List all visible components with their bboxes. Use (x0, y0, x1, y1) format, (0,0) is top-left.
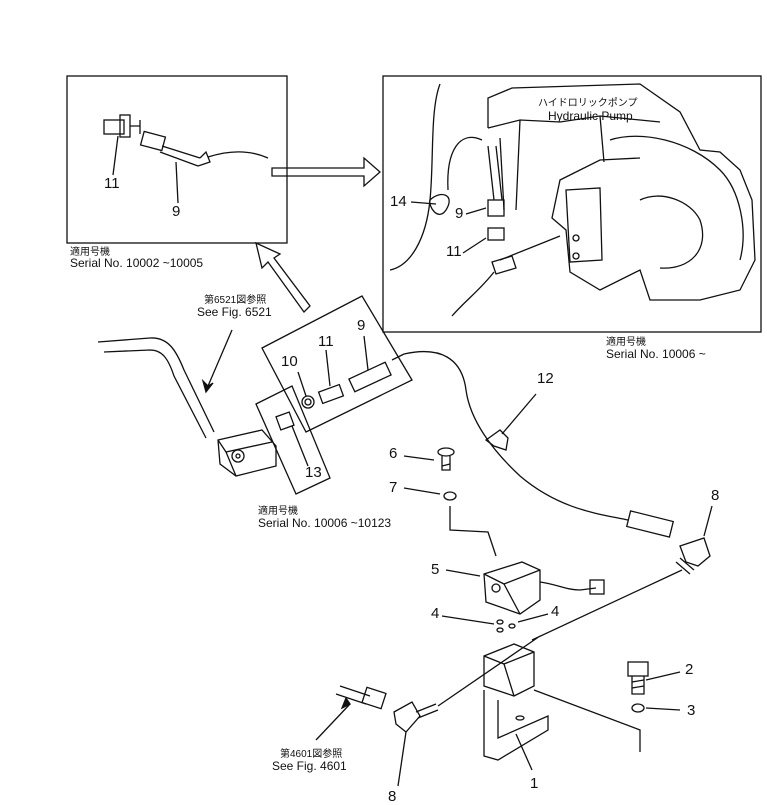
fig6521-label: See Fig. 6521 (197, 305, 272, 319)
clamp-12 (484, 429, 509, 451)
solenoid-valve-5 (445, 561, 605, 615)
callout-14: 14 (390, 193, 407, 210)
washer-7 (403, 487, 497, 557)
callout-9-mid: 9 (357, 317, 366, 334)
callout-10: 10 (281, 353, 298, 370)
pipe-valve-block (217, 429, 277, 477)
callout-8-lower: 8 (388, 788, 397, 805)
callout-3: 3 (687, 702, 696, 719)
pump-line-pipe (97, 337, 215, 439)
callout-4-right: 4 (551, 603, 560, 620)
callout-13: 13 (305, 464, 322, 481)
bracket-1 (483, 643, 641, 771)
callout-9-pump: 9 (455, 205, 464, 222)
callout-5: 5 (431, 561, 440, 578)
mid-group-fittings (297, 335, 405, 409)
inset-right-hose (410, 136, 561, 317)
fig6521-jp: 第6521図参照 (204, 295, 267, 306)
lower-hose-end (315, 685, 387, 741)
callout-6: 6 (389, 445, 398, 462)
inset-left-fittings (103, 114, 269, 204)
callout-11-inset: 11 (104, 175, 120, 192)
up-arrow (255, 241, 311, 314)
serial-right-jp: 適用号機 (606, 337, 646, 348)
bolt-6 (403, 447, 455, 471)
inset-right-frame (382, 75, 762, 333)
inset-left-frame (66, 75, 288, 244)
callout-11-pump: 11 (446, 243, 462, 260)
pump-label-jp: ハイドロリックポンプ (538, 98, 638, 109)
bolt-2 (627, 661, 681, 695)
callout-7: 7 (389, 479, 398, 496)
pump-label: Hydraulic Pump (548, 109, 633, 123)
fig4601-jp: 第4601図参照 (280, 749, 343, 760)
serial-left: Serial No. 10002 ~10005 (70, 256, 204, 270)
return-line (437, 569, 683, 707)
callout-12: 12 (537, 370, 554, 387)
serial-mid: Serial No. 10006 ~10123 (258, 516, 392, 530)
callout-9-inset: 9 (172, 203, 181, 220)
callout-11-mid: 11 (318, 333, 334, 350)
serial-right: Serial No. 10006 ~ (606, 347, 706, 361)
callout-4-left: 4 (431, 605, 440, 622)
callout-1: 1 (530, 775, 539, 792)
mid-group-frame (261, 295, 413, 433)
elbow-8-upper (675, 505, 713, 575)
transfer-arrow (271, 156, 381, 188)
o-rings-4 (441, 613, 549, 633)
hose-end-fitting (625, 510, 675, 538)
serial-mid-jp: 適用号機 (258, 506, 298, 517)
main-hose (403, 350, 629, 521)
callout-8-upper: 8 (711, 487, 720, 504)
callout-2: 2 (685, 661, 694, 678)
serial-left-jp: 適用号機 (70, 247, 110, 258)
fig4601-label: See Fig. 4601 (272, 759, 347, 773)
elbow-8-lower (393, 701, 439, 787)
washer-3 (631, 703, 681, 713)
small-fitting (275, 411, 309, 467)
small-group-frame (255, 385, 331, 495)
hydraulic-pump (389, 83, 756, 301)
